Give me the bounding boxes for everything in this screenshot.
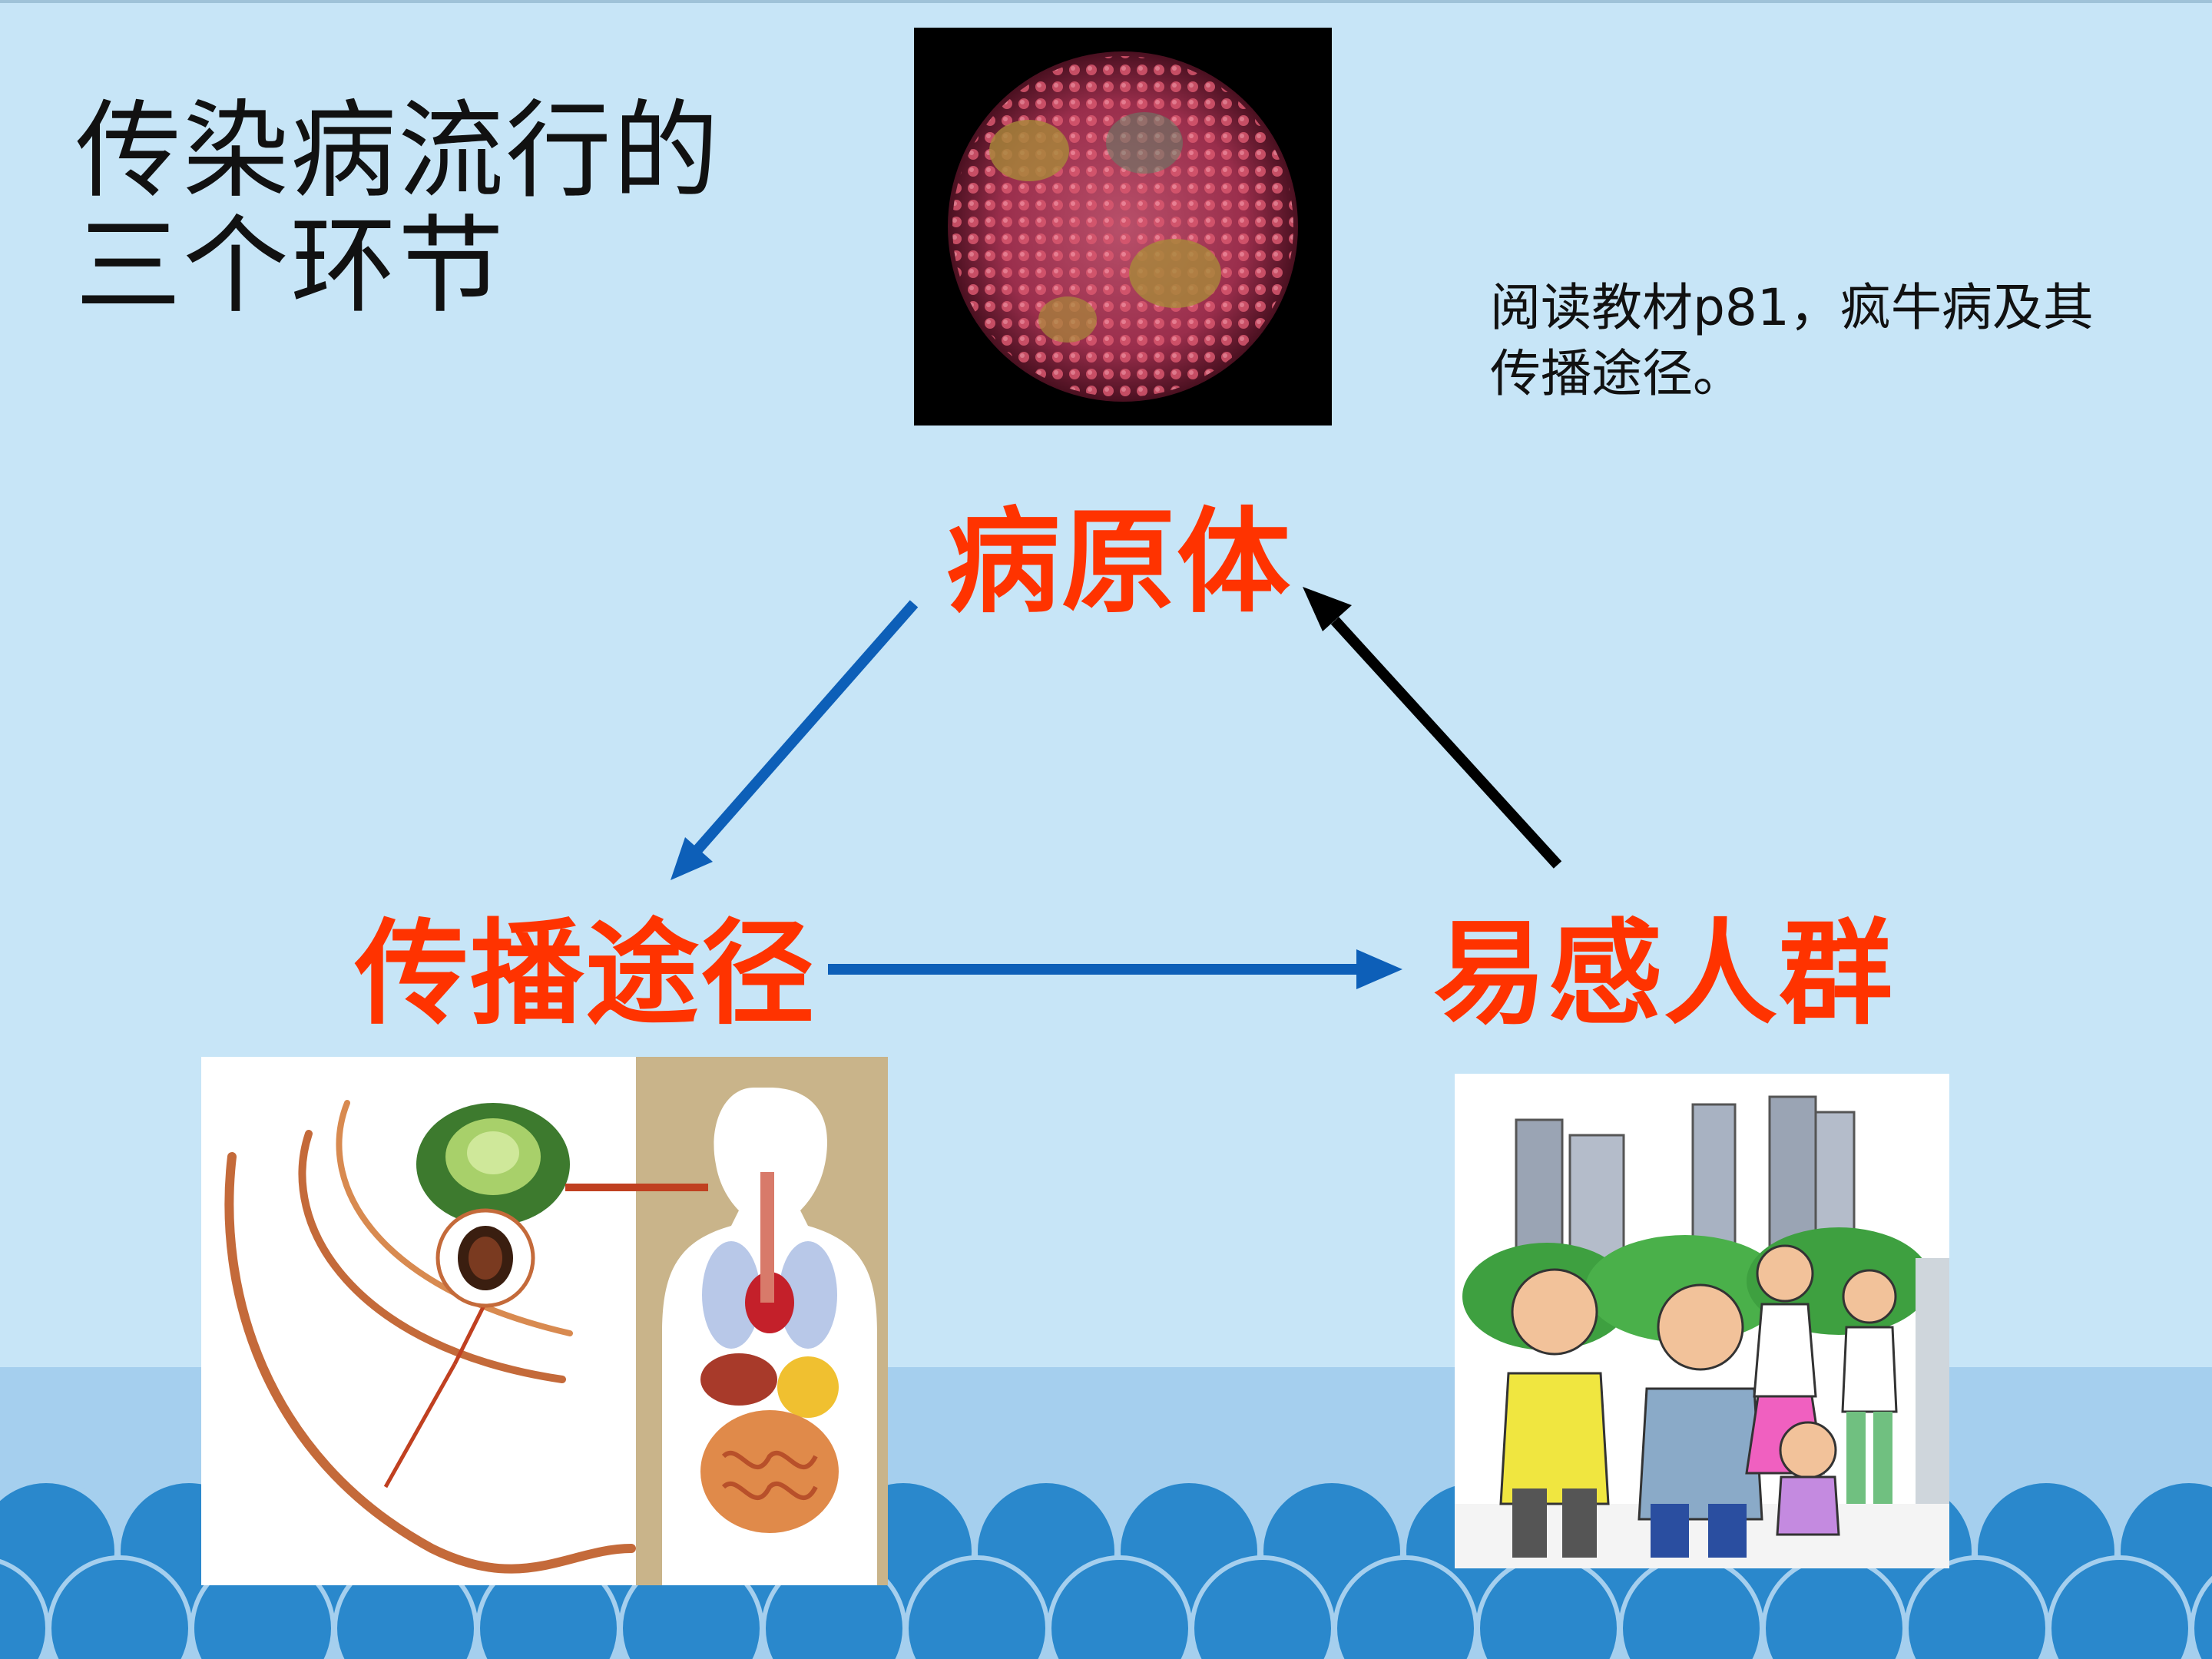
arrow-route-to-population — [828, 949, 1402, 989]
transmission-route-label: 传播途径 — [355, 908, 816, 1040]
susceptible-population-image — [1455, 1074, 1949, 1568]
slide-title: 传染病流行的三个环节 — [75, 89, 721, 328]
reading-note: 阅读教材p81，疯牛病及其传播途径。 — [1490, 278, 2094, 403]
arrow-population-to-pathogen — [1303, 587, 1562, 869]
pathogen-label: 病原体 — [946, 496, 1292, 628]
transmission-route-image — [201, 1057, 888, 1585]
arrow-pathogen-to-route — [671, 600, 919, 880]
roundworm-digestive-icon — [201, 1057, 888, 1585]
crowd-of-people-icon — [1455, 1074, 1949, 1568]
susceptible-population-label: 易感人群 — [1433, 908, 1894, 1040]
virus-image — [914, 28, 1332, 426]
wave-scallop — [2190, 1575, 2212, 1659]
slide-top-border — [0, 0, 2212, 3]
virus-icon — [948, 51, 1298, 402]
